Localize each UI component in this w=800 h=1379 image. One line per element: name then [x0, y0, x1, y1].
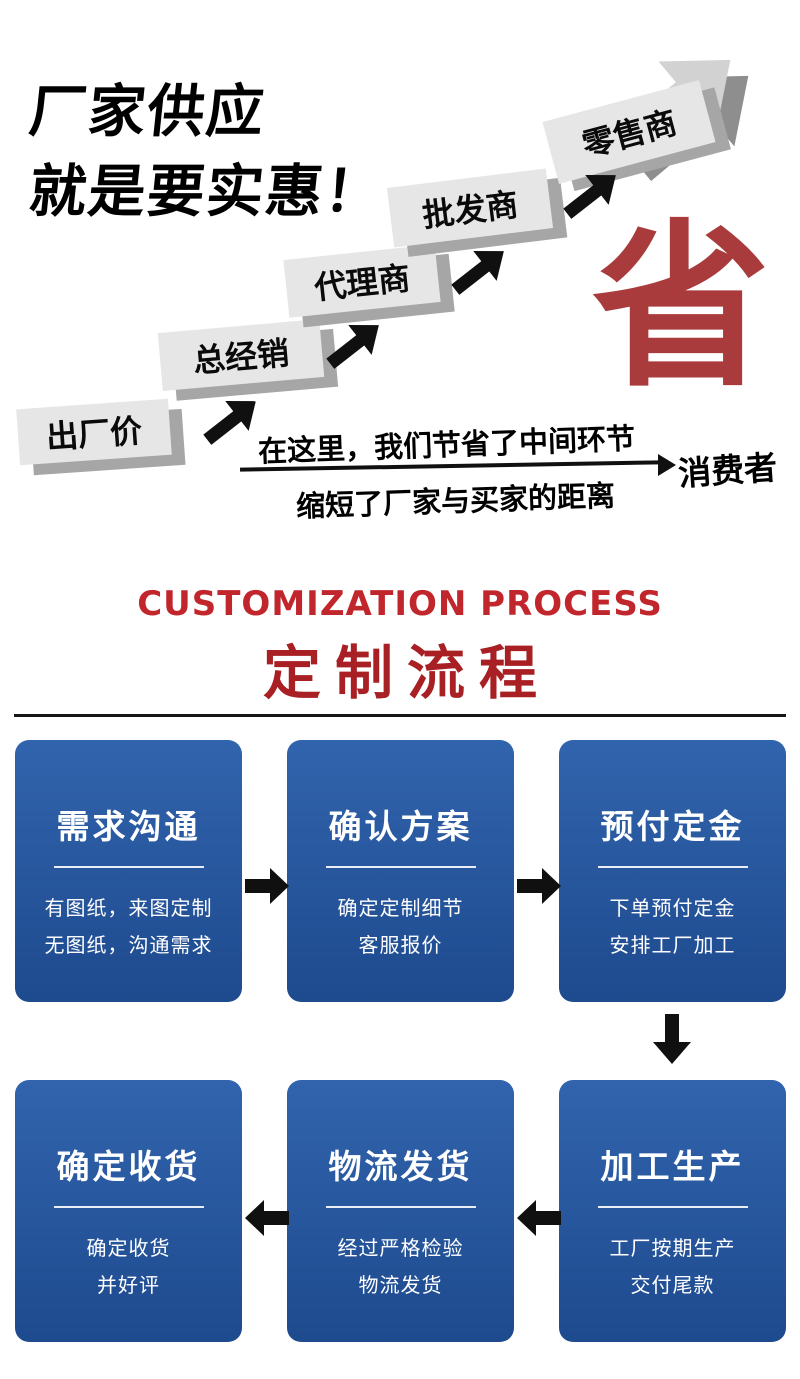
- flow-box-line: 客服报价: [358, 933, 443, 957]
- flow-box-confirm-plan: 确认方案 确定定制细节 客服报价: [287, 740, 514, 1002]
- section-heading-zh: 定制流程: [262, 639, 551, 707]
- flow-arrow-right-icon-1: [245, 868, 289, 904]
- flow-box-divider: [53, 1206, 204, 1208]
- hero-title-line2: 就是要实惠！: [26, 159, 387, 225]
- flow-box-title: 加工生产: [600, 1147, 745, 1186]
- flow-arrow-right-icon-2: [517, 868, 561, 904]
- section-heading-en: CUSTOMIZATION PROCESS: [137, 584, 663, 624]
- flow-box-production: 加工生产 工厂按期生产 交付尾款: [559, 1080, 786, 1342]
- section-divider: [14, 714, 786, 717]
- flow-box-title: 需求沟通: [56, 807, 201, 846]
- up-arrow-icon-2: [317, 306, 395, 380]
- flow-box-line: 确定收货: [86, 1236, 171, 1260]
- flow-box-divider: [53, 866, 204, 868]
- flow-box-title: 确认方案: [328, 807, 473, 846]
- flow-box-line: 下单预付定金: [609, 896, 736, 920]
- flow-box-line: 无图纸，沟通需求: [44, 933, 213, 957]
- stair-step-factory-price: 出厂价: [16, 398, 172, 466]
- flow-box-demand: 需求沟通 有图纸，来图定制 无图纸，沟通需求: [15, 740, 242, 1002]
- flow-box-receipt: 确定收货 确定收货 并好评: [15, 1080, 242, 1342]
- flow-box-divider: [325, 1206, 476, 1208]
- flow-box-line: 工厂按期生产: [609, 1236, 736, 1260]
- flow-box-divider: [597, 866, 748, 868]
- up-arrow-icon-3: [442, 232, 520, 306]
- note-line2: 缩短了厂家与买家的距离: [295, 478, 616, 524]
- flow-box-line: 经过严格检验: [337, 1236, 464, 1260]
- flow-box-title: 确定收货: [56, 1147, 201, 1186]
- stair-step-agent: 代理商: [283, 244, 441, 318]
- flow-box-title: 预付定金: [600, 807, 745, 846]
- flow-box-deposit: 预付定金 下单预付定金 安排工厂加工: [559, 740, 786, 1002]
- flow-box-line: 并好评: [97, 1273, 160, 1297]
- hero-title-line1: 厂家供应: [26, 79, 269, 145]
- stair-step-wholesaler: 批发商: [386, 168, 554, 248]
- flow-box-line: 有图纸，来图定制: [44, 896, 213, 920]
- flow-box-line: 交付尾款: [630, 1273, 715, 1297]
- flow-box-line: 确定定制细节: [337, 896, 464, 920]
- flow-arrow-left-icon-2: [245, 1200, 289, 1236]
- flow-box-line: 安排工厂加工: [609, 933, 736, 957]
- save-character: 省: [592, 202, 770, 411]
- consumer-label: 消费者: [676, 447, 779, 494]
- flow-box-divider: [325, 866, 476, 868]
- flow-box-shipping: 物流发货 经过严格检验 物流发货: [287, 1080, 514, 1342]
- flow-arrow-down-icon: [653, 1014, 691, 1064]
- note-arrow-head-icon: [658, 454, 676, 476]
- flow-box-title: 物流发货: [328, 1147, 473, 1186]
- flow-box-line: 物流发货: [358, 1273, 443, 1297]
- stair-step-general-distributor: 总经销: [157, 319, 325, 391]
- flow-box-divider: [597, 1206, 748, 1208]
- flow-arrow-left-icon-1: [517, 1200, 561, 1236]
